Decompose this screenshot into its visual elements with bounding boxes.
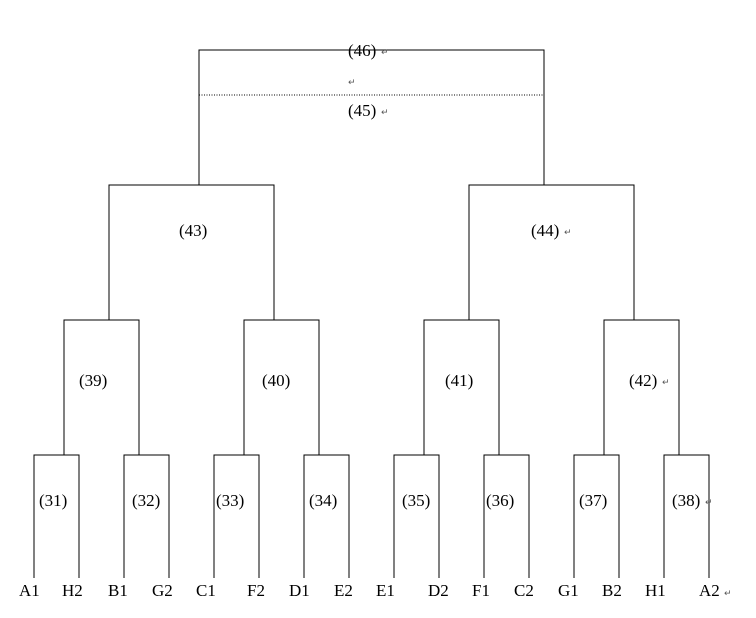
leaf-label: D1	[289, 581, 310, 600]
node-32-bracket	[123, 454, 170, 578]
node-44-label: (44)	[531, 221, 559, 240]
node-45-label: (45)	[348, 101, 376, 120]
node-34-bracket	[303, 454, 350, 578]
leaf-label: E1	[376, 581, 395, 600]
node-34-label: (34)	[309, 491, 337, 510]
node-38-bracket	[663, 454, 710, 578]
leaf-label: D2	[428, 581, 449, 600]
node-37-bracket	[573, 454, 620, 578]
node-46-label: (46)	[348, 41, 376, 60]
node-41-label: (41)	[445, 371, 473, 390]
return-mark: ↵	[348, 78, 356, 88]
node-43-label: (43)	[179, 221, 207, 240]
leaf-label: F1	[472, 581, 490, 600]
node-33-bracket	[213, 454, 260, 578]
return-mark: ↵	[662, 378, 670, 388]
node-42-label: (42)	[629, 371, 657, 390]
node-32-label: (32)	[132, 491, 160, 510]
node-31-label: (31)	[39, 491, 67, 510]
node-36-bracket	[483, 454, 530, 578]
leaf-label: H1	[645, 581, 666, 600]
root-node-46	[198, 49, 545, 185]
node-42-bracket	[603, 319, 680, 455]
node-36-label: (36)	[486, 491, 514, 510]
node-35-bracket	[393, 454, 440, 578]
return-mark: ↵	[381, 48, 389, 58]
leaf-label: C1	[196, 581, 216, 600]
node-39-bracket	[63, 319, 140, 455]
leaf-label: C2	[514, 581, 534, 600]
return-mark: ↵	[705, 498, 713, 508]
leaf-label: B2	[602, 581, 622, 600]
node-41-bracket	[423, 319, 500, 455]
return-mark: ↵	[564, 228, 572, 238]
leaf-label: E2	[334, 581, 353, 600]
leaf-label: G2	[152, 581, 173, 600]
leaf-label: A1	[19, 581, 40, 600]
leaf-label: A2	[699, 581, 720, 600]
node-37-label: (37)	[579, 491, 607, 510]
leaf-label: G1	[558, 581, 579, 600]
return-mark: ↵	[724, 589, 732, 599]
node-31-bracket	[33, 454, 80, 578]
node-39-label: (39)	[79, 371, 107, 390]
leaf-label: F2	[247, 581, 265, 600]
node-33-label: (33)	[216, 491, 244, 510]
node-40-label: (40)	[262, 371, 290, 390]
leaf-label: B1	[108, 581, 128, 600]
node-43-bracket	[108, 184, 275, 320]
node-44-bracket	[468, 184, 635, 320]
node-35-label: (35)	[402, 491, 430, 510]
node-40-bracket	[243, 319, 320, 455]
leaf-label: H2	[62, 581, 83, 600]
return-mark: ↵	[381, 108, 389, 118]
node-38-label: (38)	[672, 491, 700, 510]
